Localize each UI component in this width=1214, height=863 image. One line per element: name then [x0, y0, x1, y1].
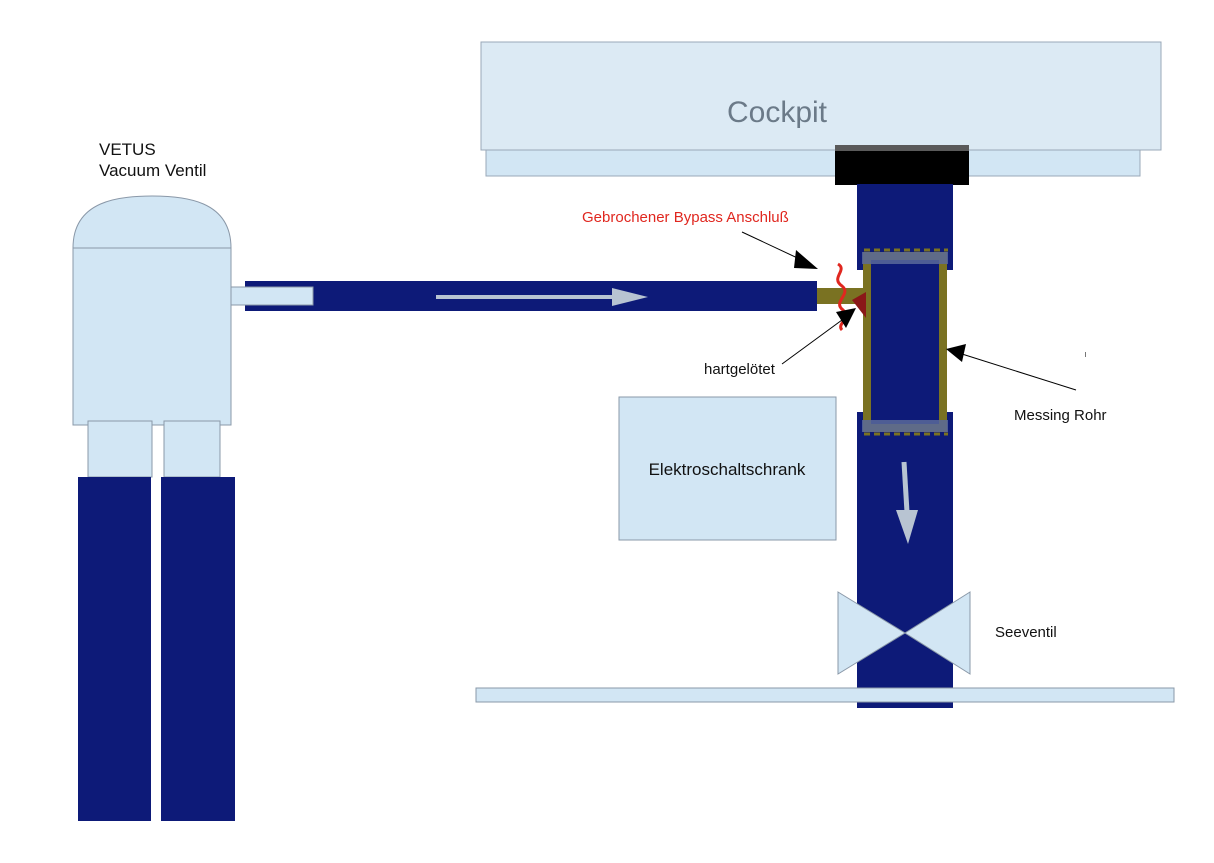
vetus-label-line1: VETUS: [99, 140, 156, 159]
electrical-cabinet-label: Elektroschaltschrank: [649, 460, 806, 479]
valve-body: [72, 247, 232, 426]
valve-hose-right: [161, 477, 235, 821]
solder-joint: [852, 292, 866, 318]
drain-connector: [835, 145, 969, 185]
brazed-label: hartgelötet: [704, 361, 776, 378]
cockpit-floor: [485, 149, 1141, 177]
seacock-label: Seeventil: [995, 624, 1057, 641]
cockpit-label: Cockpit: [727, 96, 828, 129]
bypass-pointer: [741, 231, 818, 269]
valve-hose-left: [78, 477, 151, 821]
arrow-right-icon: [436, 288, 648, 306]
vetus-label-line2: Vacuum Ventil: [99, 161, 206, 180]
electrical-cabinet: [618, 396, 837, 541]
arrow-down-icon: [896, 461, 918, 544]
brazed-pointer: [781, 308, 856, 365]
hull-floor: [475, 687, 1175, 703]
stray-mark: [1085, 352, 1086, 357]
brass-pipe-label: Messing Rohr: [1014, 407, 1107, 424]
valve-leg-left: [87, 420, 153, 478]
valve-dome: [72, 195, 232, 249]
bypass-label: Gebrochener Bypass Anschluß: [582, 209, 789, 226]
hose-inner-stub: [219, 286, 314, 306]
brass-pipe-pointer: [946, 344, 1077, 391]
brass-tee: [862, 248, 948, 436]
seacock-valve: [837, 591, 971, 675]
cockpit-box: [480, 41, 1162, 151]
vertical-pipe-lower: [857, 412, 953, 708]
drain-connector-rim: [835, 145, 969, 151]
valve-leg-right: [163, 420, 221, 478]
